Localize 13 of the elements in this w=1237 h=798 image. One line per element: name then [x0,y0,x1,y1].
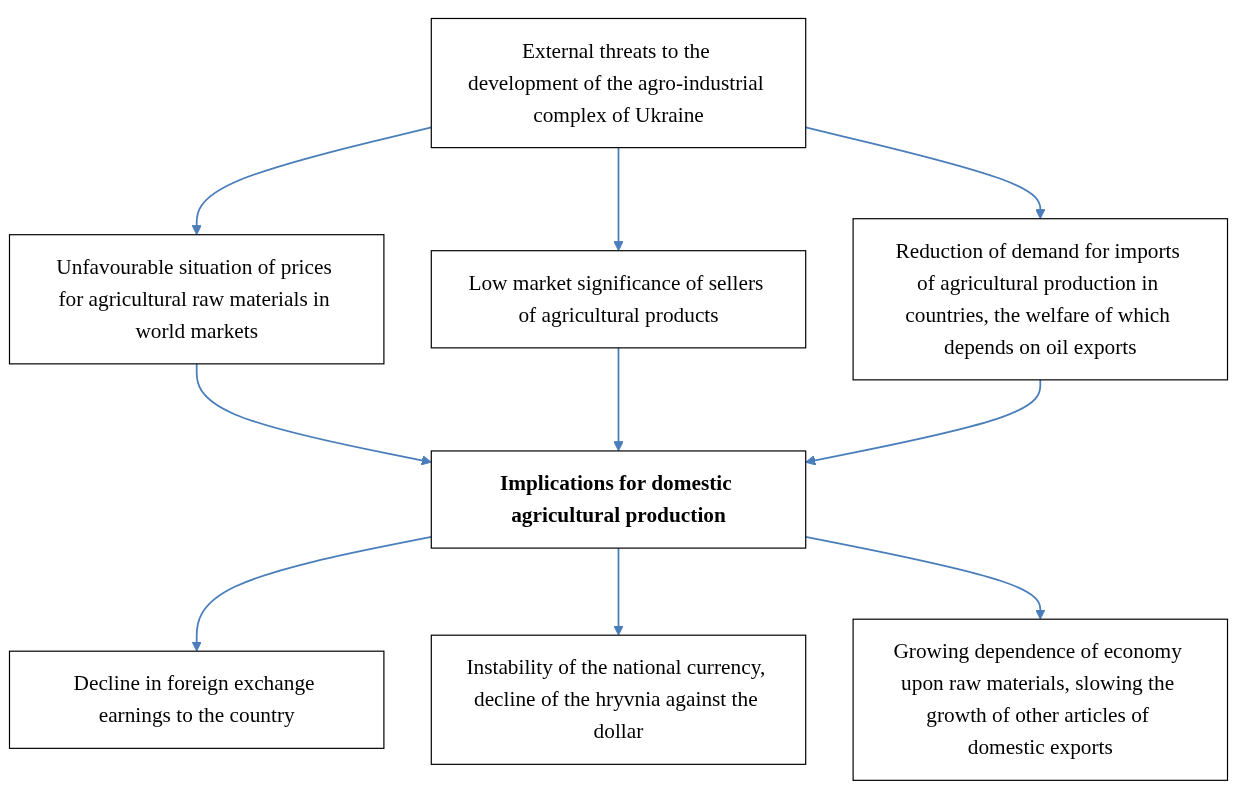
arrow [805,378,1042,466]
node-box: Implications for domestic agricultural production [430,449,807,549]
node-box: External threats to the development of the agro-industrial complex of Ukraine [430,17,807,148]
node-box: Decline in foreign exchange earnings to the country [8,650,385,749]
arrow [613,346,624,451]
node-box: Instability of the national currency, decline of the hryvnia against the dollar [430,634,807,765]
node-box: Unfavourable situation of prices for agricultural raw materials in world markets [8,233,385,365]
arrow [613,146,624,251]
arrow [613,546,624,636]
node-box: Low market significance of sellers of agricultural products [430,249,807,349]
arrow [195,362,432,466]
node-box: Growing dependence of economy upon raw materials, slowing the growth of other articles of domestic exports [852,618,1229,781]
node-box: Reduction of demand for imports of agricultural production in countries, the welfare of which depends on oil exports [852,217,1229,381]
